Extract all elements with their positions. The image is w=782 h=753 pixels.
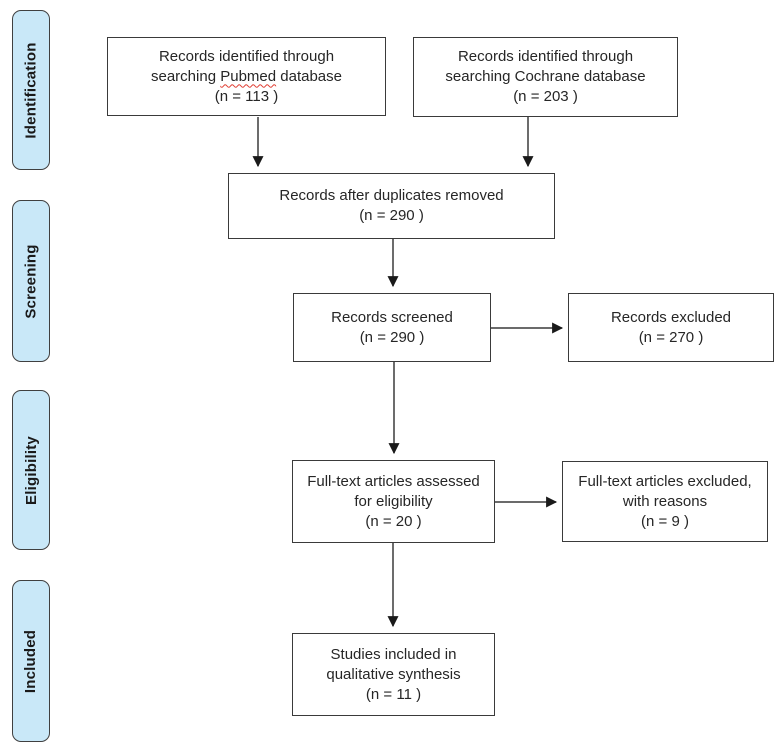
- box-included-studies: Studies included in qualitative synthesi…: [292, 633, 495, 716]
- stage-eligibility: Eligibility: [12, 390, 50, 550]
- stage-screening: Screening: [12, 200, 50, 362]
- stage-identification: Identification: [12, 10, 50, 170]
- box-fulltext-assessed: Full-text articles assessed for eligibil…: [292, 460, 495, 543]
- box-text-line: searching Pubmed database: [151, 67, 342, 87]
- box-records-excluded: Records excluded (n = 270 ): [568, 293, 774, 362]
- box-count: (n = 11 ): [365, 685, 422, 703]
- stage-identification-label: Identification: [22, 41, 40, 139]
- box-text-line: qualitative synthesis: [326, 665, 461, 683]
- box-count: (n = 113 ): [214, 87, 279, 105]
- box-text-line: Records after duplicates removed: [279, 187, 504, 204]
- box-text-line: Records screened: [331, 308, 453, 326]
- box-count: (n = 290 ): [359, 328, 425, 346]
- box-text-line: Records identified through: [158, 47, 335, 65]
- box-records-screened: Records screened (n = 290 ): [293, 293, 491, 362]
- box-records-identified-pubmed: Records identified through searching Pub…: [107, 37, 386, 116]
- box-text-line: Full-text articles excluded,: [578, 472, 752, 490]
- box-text-segment: database: [276, 67, 342, 85]
- box-text-line: Studies included in: [330, 645, 457, 663]
- misspelled-word: Pubmed: [220, 67, 277, 85]
- box-text-line: Full-text articles assessed: [307, 472, 480, 490]
- stage-included: Included: [12, 580, 50, 742]
- stage-eligibility-label: Eligibility: [22, 435, 40, 505]
- box-duplicates-removed: Records after duplicates removed (n = 29…: [228, 173, 555, 239]
- box-count: (n = 203 ): [513, 88, 578, 105]
- box-fulltext-excluded: Full-text articles excluded, with reason…: [562, 461, 768, 542]
- box-count: (n = 290 ): [359, 207, 424, 224]
- stage-screening-label: Screening: [22, 243, 40, 319]
- stage-included-label: Included: [22, 629, 40, 693]
- box-text-segment: searching: [151, 67, 221, 85]
- box-count: (n = 270 ): [638, 328, 704, 346]
- box-count: (n = 9 ): [641, 512, 689, 530]
- box-text-line: for eligibility: [354, 492, 433, 510]
- box-text-line: with reasons: [622, 492, 708, 510]
- box-text-line: Records identified through: [457, 48, 634, 65]
- box-records-identified-cochrane: Records identified through searching Coc…: [413, 37, 678, 117]
- box-text-line: Records excluded: [610, 308, 732, 326]
- box-count: (n = 20 ): [365, 512, 422, 530]
- box-text-line: searching Cochrane database: [445, 68, 646, 85]
